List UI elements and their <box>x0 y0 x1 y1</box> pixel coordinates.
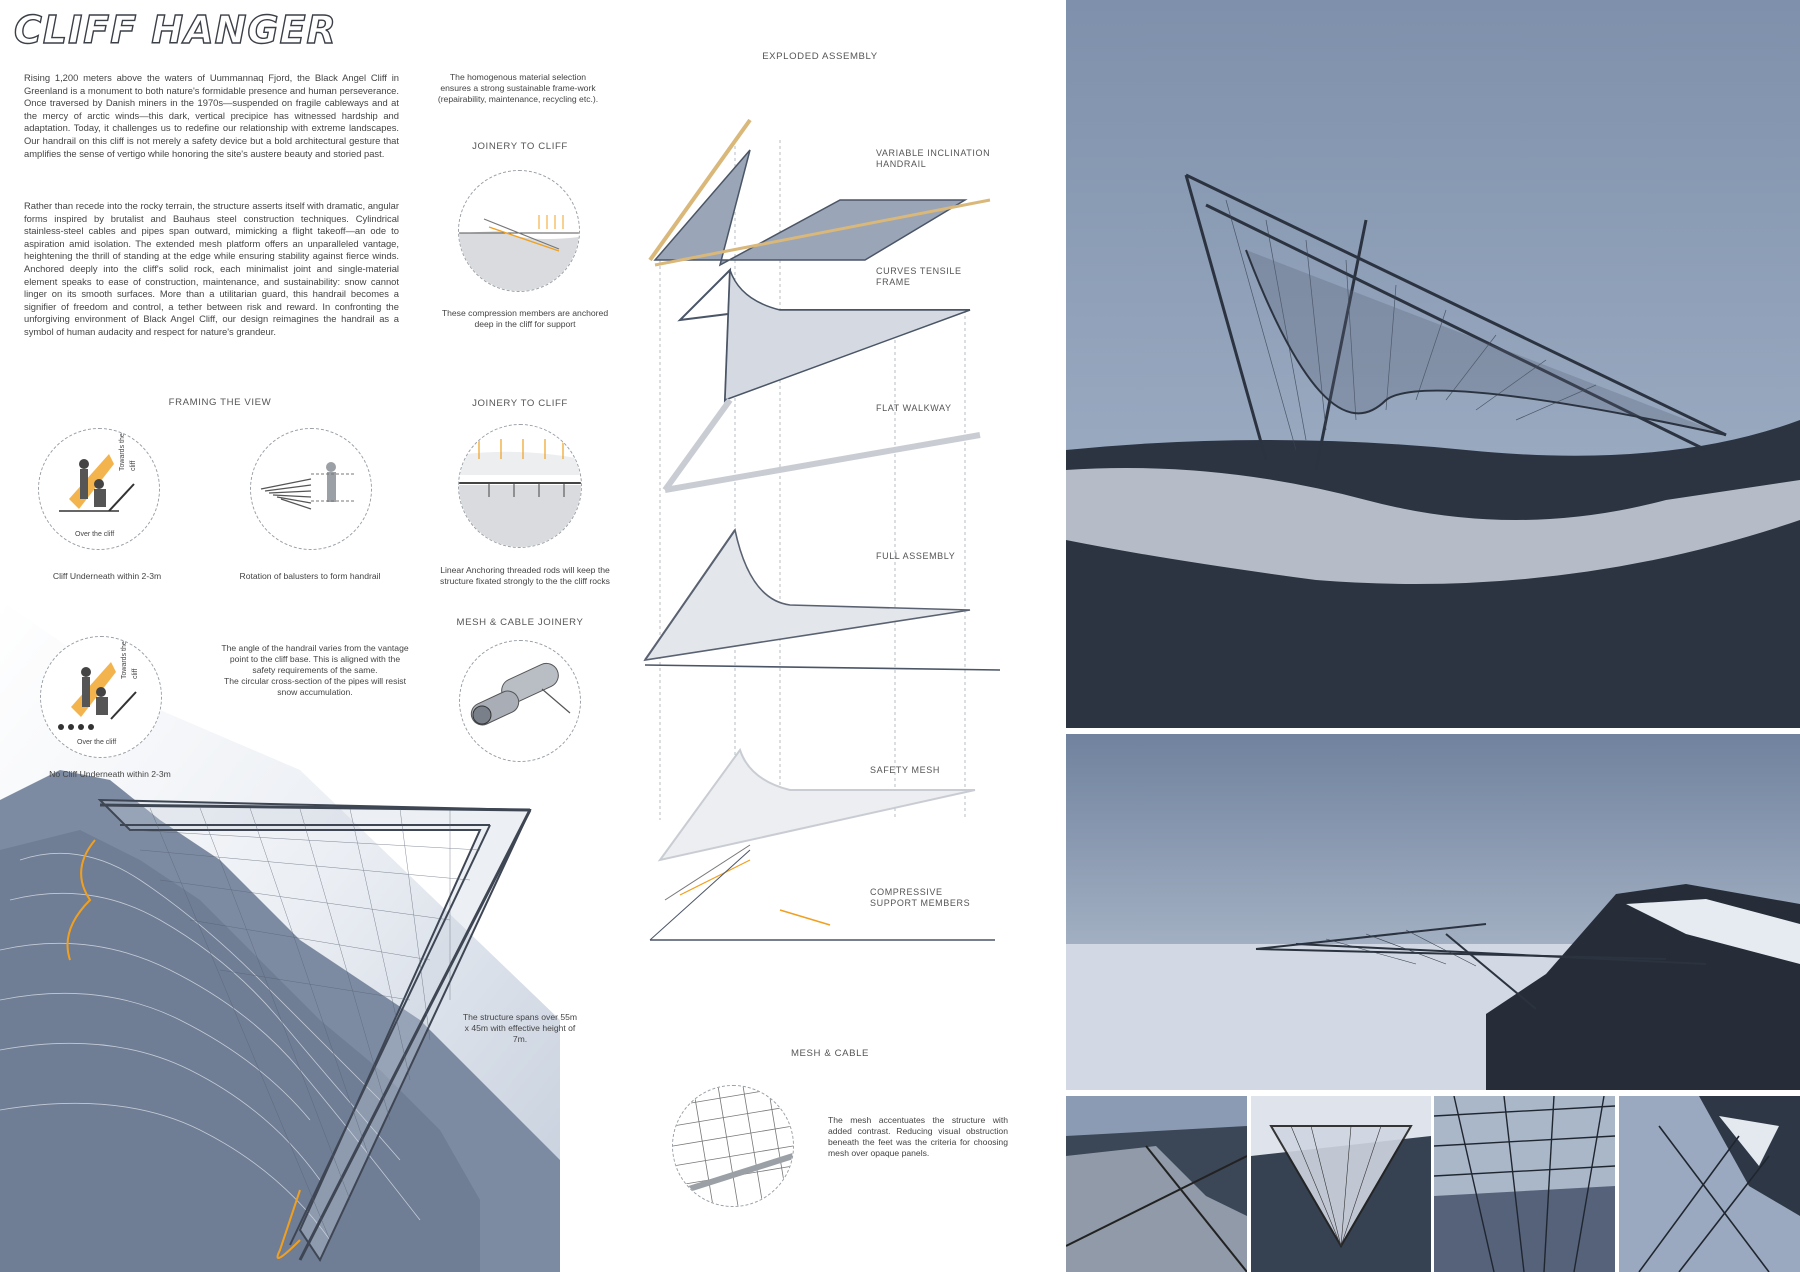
render-3-illustration <box>1066 1096 1247 1272</box>
handrail-angle-note: The angle of the handrail varies from th… <box>221 643 409 697</box>
pipe-joint-illustration <box>470 662 571 726</box>
joinery-heading-1: JOINERY TO CLIFF <box>472 141 568 152</box>
page-title: CLIFF HANGER <box>13 7 337 52</box>
mesh-cable-joinery-diagram <box>459 640 581 762</box>
render-6-illustration <box>1619 1096 1800 1272</box>
render-photo-1 <box>1066 0 1800 728</box>
framing-circle-1: Over the cliff Towards the cliff <box>38 428 160 550</box>
mesh-cable-heading: MESH & CABLE <box>790 1048 870 1059</box>
framing-caption-1: Cliff Underneath within 2-3m <box>52 571 162 581</box>
mesh-cable-caption: The mesh accentuates the structure with … <box>828 1115 1008 1158</box>
viewer-cliff-illustration-2 <box>58 662 137 730</box>
exploded-layers-illustration <box>643 118 1001 941</box>
mesh-cable-diagram <box>672 1085 794 1207</box>
joinery-heading-2: JOINERY TO CLIFF <box>472 398 568 409</box>
framing-caption-3: No Cliff Underneath within 2-3m <box>49 769 171 779</box>
render-1-illustration <box>1066 0 1800 728</box>
framing-heading: FRAMING THE VIEW <box>168 397 272 408</box>
render-photo-2 <box>1066 734 1800 1090</box>
over-cliff-label-2: Over the cliff <box>77 739 117 746</box>
anchoring-rods-illustration <box>459 439 581 547</box>
render-5-illustration <box>1434 1096 1615 1272</box>
towards-cliff-label-1: Towards the cliff <box>119 433 137 471</box>
mesh-cable-joinery-heading: MESH & CABLE JOINERY <box>456 617 584 628</box>
viewer-cliff-illustration-1 <box>59 454 135 512</box>
exploded-label-6: COMPRESSIVE SUPPORT MEMBERS <box>870 887 971 908</box>
baluster-rotation-illustration <box>260 462 356 510</box>
render-photo-3 <box>1066 1096 1247 1272</box>
render-4-illustration <box>1251 1096 1431 1272</box>
mesh-grid-illustration <box>673 1086 793 1206</box>
render-2-illustration <box>1066 734 1800 1090</box>
exploded-label-5: SAFETY MESH <box>870 765 940 775</box>
exploded-label-2: CURVES TENSILE FRAME <box>876 266 962 287</box>
joinery-caption-1: These compression members are anchored d… <box>441 308 609 329</box>
intro-paragraph-1: Rising 1,200 meters above the waters of … <box>24 72 399 159</box>
exploded-assembly-heading: EXPLODED ASSEMBLY <box>762 51 878 62</box>
material-note: The homogenous material selection ensure… <box>437 72 599 104</box>
exploded-label-1: VARIABLE INCLINATION HANDRAIL <box>876 148 991 169</box>
joinery-diagram-1 <box>458 170 580 292</box>
framing-caption-2: Rotation of balusters to form handrail <box>239 571 381 581</box>
span-note: The structure spans over 55m x 45m with … <box>462 1012 578 1044</box>
over-cliff-label-1: Over the cliff <box>75 531 115 538</box>
joinery-caption-2: Linear Anchoring threaded rods will keep… <box>440 565 610 586</box>
framing-circle-3: Over the cliff Towards the cliff <box>40 636 162 758</box>
towards-cliff-label-2: Towards the cliff <box>121 641 139 679</box>
cliff-terrain-illustration <box>0 600 560 1272</box>
render-photo-6 <box>1619 1096 1800 1272</box>
render-photo-5 <box>1434 1096 1615 1272</box>
exploded-label-4: FULL ASSEMBLY <box>876 551 956 561</box>
joinery-diagram-2 <box>458 424 582 548</box>
framing-circle-2 <box>250 428 372 550</box>
terrain-background <box>0 600 560 1272</box>
exploded-label-3: FLAT WALKWAY <box>876 403 952 413</box>
intro-paragraph-2: Rather than recede into the rocky terrai… <box>24 200 399 337</box>
render-photo-4 <box>1251 1096 1431 1272</box>
joinery-1-illustration <box>459 215 579 291</box>
exploded-assembly-diagram <box>640 100 1010 960</box>
